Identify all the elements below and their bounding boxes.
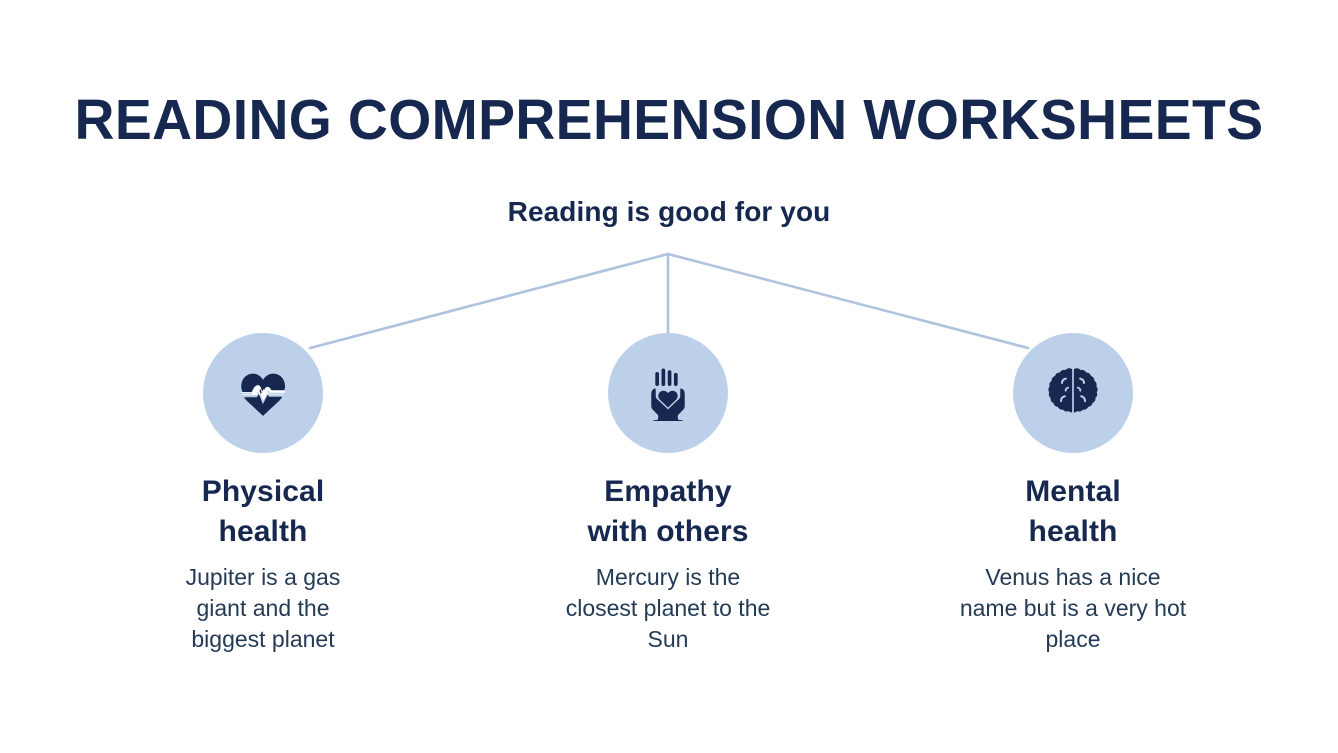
column-heading-3: Mental health (1025, 472, 1121, 552)
heart-pulse-icon (234, 364, 292, 422)
column-body-2: Mercury is the closest planet to the Sun (565, 564, 771, 652)
column-heading-3-line-1: Mental (1025, 475, 1121, 508)
icon-circle-2 (608, 333, 728, 453)
column-mental-health: Mental health Venus has a nice name but … (938, 333, 1208, 655)
column-heading-1: Physical health (202, 472, 325, 552)
column-body-3: Venus has a nice name but is a very hot … (959, 564, 1187, 652)
column-heading-3-line-2: health (1028, 515, 1118, 548)
icon-circle-3 (1013, 333, 1133, 453)
columns-container: Physical health Jupiter is a gas giant a… (0, 333, 1338, 693)
icon-circle-1 (203, 333, 323, 453)
column-empathy-with-others: Empathy with others Mercury is the close… (533, 333, 803, 655)
column-heading-1-line-2: health (218, 515, 308, 548)
column-body-1: Jupiter is a gas giant and the biggest p… (185, 564, 341, 652)
column-physical-health: Physical health Jupiter is a gas giant a… (128, 333, 398, 655)
page-title: READING COMPREHENSION WORKSHEETS (74, 88, 1264, 152)
column-heading-2-line-1: Empathy (604, 475, 732, 508)
column-heading-2: Empathy with others (587, 472, 748, 552)
column-heading-1-line-1: Physical (201, 475, 325, 508)
column-heading-2-line-2: with others (587, 515, 749, 548)
hands-holding-heart-icon (642, 365, 694, 421)
page-subtitle: Reading is good for you (507, 196, 831, 227)
brain-icon (1047, 366, 1099, 420)
